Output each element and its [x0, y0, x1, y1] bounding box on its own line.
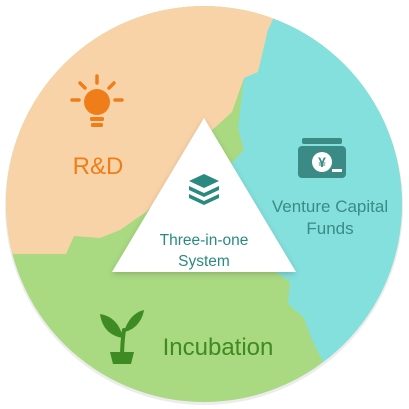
rd-segment — [6, 6, 282, 254]
vc-label-line2: Funds — [306, 219, 353, 238]
vc-label-line1: Venture Capital — [272, 197, 388, 216]
lightbulb-icon — [70, 74, 124, 127]
stack-layers-icon — [189, 174, 219, 205]
sprout-icon — [100, 310, 144, 364]
rd-label: R&D — [73, 153, 124, 180]
center-label-line2: System — [178, 253, 230, 270]
svg-text:¥: ¥ — [318, 154, 326, 170]
center-label-line1: Three-in-one — [160, 232, 249, 249]
incubation-label: Incubation — [163, 334, 274, 361]
vc-segment — [210, 6, 402, 402]
money-icon: ¥ — [298, 138, 346, 178]
